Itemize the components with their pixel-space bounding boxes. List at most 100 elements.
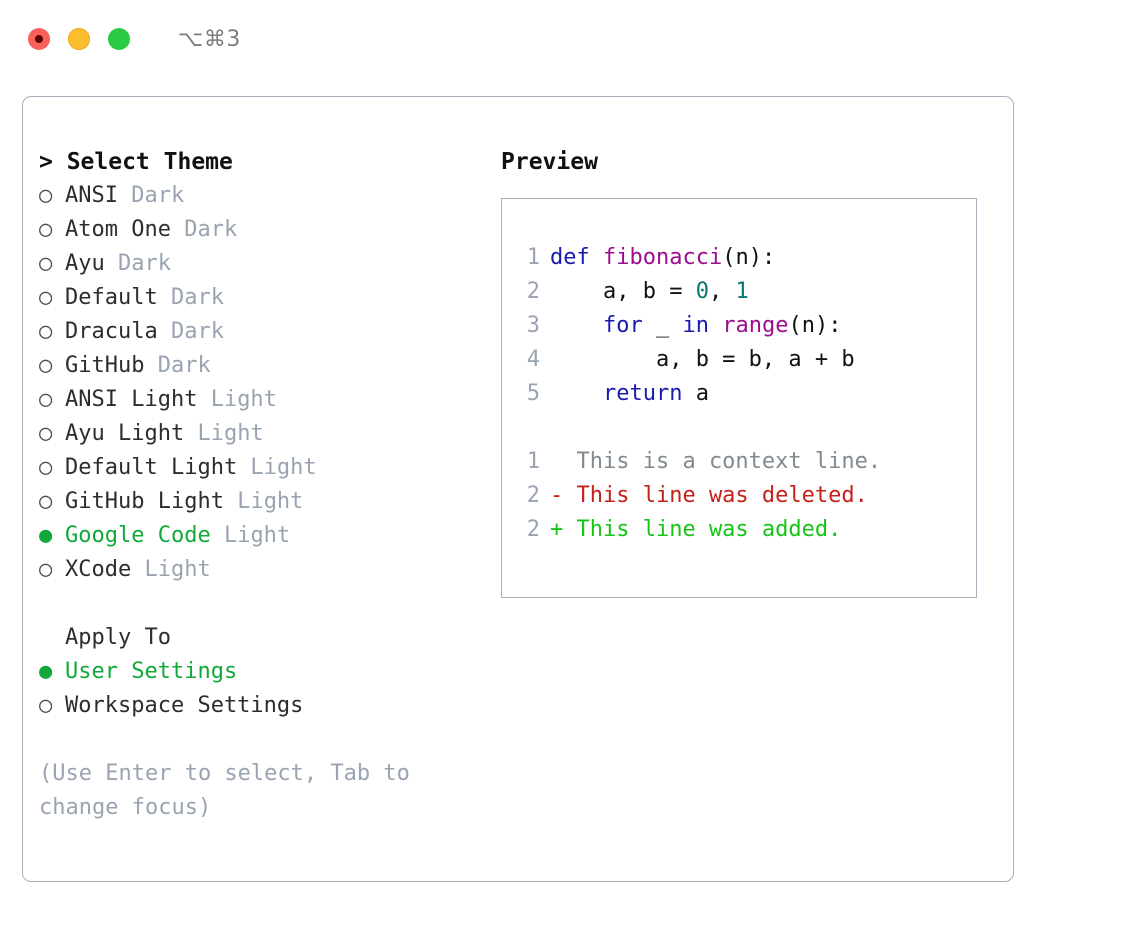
theme-option-atom-one[interactable]: ○Atom One Dark bbox=[39, 213, 489, 247]
code-token-num: 1 bbox=[735, 279, 749, 304]
radio-unselected-icon: ○ bbox=[39, 455, 53, 480]
apply-to-title: Apply To bbox=[65, 625, 171, 650]
theme-option-label: XCode bbox=[65, 557, 132, 582]
radio-unselected-icon: ○ bbox=[39, 387, 53, 412]
apply-to-option-user-settings[interactable]: ●User Settings bbox=[39, 655, 489, 689]
apply-to-option-list: ●User Settings ○ Workspace Settings bbox=[39, 655, 489, 723]
code-token-kw: def bbox=[550, 245, 603, 270]
code-token-fn: range bbox=[722, 313, 789, 338]
code-token-pl: (n): bbox=[722, 245, 776, 270]
theme-option-label: GitHub Light bbox=[65, 489, 224, 514]
theme-option-label: Default bbox=[65, 285, 158, 310]
diff-line-ctx: 1 This is a context line. bbox=[514, 445, 976, 479]
code-token-pl: a bbox=[682, 381, 709, 406]
theme-option-category: Light bbox=[210, 523, 291, 548]
line-number: 2 bbox=[526, 517, 540, 542]
line-number: 4 bbox=[526, 347, 540, 372]
code-token-kw: in bbox=[682, 313, 709, 338]
line-number: 5 bbox=[526, 381, 540, 406]
theme-option-label: Google Code bbox=[65, 523, 211, 548]
keyboard-shortcut-label: ⌥⌘3 bbox=[178, 26, 241, 52]
close-button-icon[interactable] bbox=[28, 28, 50, 50]
code-line: 3 for _ in range(n): bbox=[514, 309, 976, 343]
radio-unselected-icon: ○ bbox=[39, 183, 53, 208]
theme-option-label: Ayu Light bbox=[65, 421, 185, 446]
code-token-kw: for bbox=[602, 313, 643, 338]
code-token-pl: , bbox=[708, 279, 736, 304]
theme-option-label: Default Light bbox=[65, 455, 238, 480]
select-theme-title: > Select Theme bbox=[39, 149, 233, 175]
diff-line-text: - This line was deleted. bbox=[550, 483, 868, 508]
theme-option-github-light[interactable]: ○ GitHub Light Light bbox=[39, 485, 489, 519]
code-line: 2 a, b = 0, 1 bbox=[514, 275, 976, 309]
theme-option-dracula[interactable]: ○ Dracula Dark bbox=[39, 315, 489, 349]
line-number: 3 bbox=[526, 313, 540, 338]
theme-option-github[interactable]: ○GitHub Dark bbox=[39, 349, 489, 383]
theme-option-default-light[interactable]: ○ Default Light Light bbox=[39, 451, 489, 485]
theme-option-category: Dark bbox=[117, 183, 185, 208]
theme-option-category: Light bbox=[184, 421, 264, 446]
theme-option-label: ANSI Light bbox=[65, 387, 198, 412]
radio-unselected-icon: ○ bbox=[39, 217, 53, 242]
code-token-pl: a, b = b, a + b bbox=[550, 347, 855, 372]
radio-unselected-icon: ○ bbox=[39, 693, 53, 718]
line-number: 2 bbox=[526, 279, 540, 304]
zoom-button-icon[interactable] bbox=[108, 28, 130, 50]
radio-unselected-icon: ○ bbox=[39, 251, 53, 276]
code-token-pl: a, b = bbox=[550, 279, 696, 304]
theme-option-category: Dark bbox=[157, 285, 224, 310]
theme-option-google-code[interactable]: ● Google Code Light bbox=[39, 519, 489, 553]
minimize-button-icon[interactable] bbox=[68, 28, 90, 50]
theme-option-ayu[interactable]: ○ Ayu Dark bbox=[39, 247, 489, 281]
theme-option-category: Light bbox=[237, 455, 317, 480]
code-token-pl: (n): bbox=[788, 313, 842, 338]
apply-to-option-label: User Settings bbox=[65, 659, 238, 684]
theme-option-category: Dark bbox=[157, 319, 224, 344]
theme-option-label: ANSI bbox=[65, 183, 118, 208]
theme-option-ansi-light[interactable]: ○ANSI Light Light bbox=[39, 383, 489, 417]
radio-selected-icon: ● bbox=[39, 523, 53, 548]
apply-to-option-workspace-settings[interactable]: ○ Workspace Settings bbox=[39, 689, 489, 723]
theme-option-label: Dracula bbox=[65, 319, 158, 344]
radio-unselected-icon: ○ bbox=[39, 421, 53, 446]
radio-unselected-icon: ○ bbox=[39, 489, 53, 514]
apply-to-option-label: Workspace Settings bbox=[65, 693, 304, 718]
diff-line-text: + This line was added. bbox=[550, 517, 842, 542]
theme-option-label: Ayu bbox=[65, 251, 105, 276]
theme-option-category: Dark bbox=[144, 353, 211, 378]
theme-option-category: Light bbox=[223, 489, 304, 514]
radio-unselected-icon: ○ bbox=[39, 319, 53, 344]
line-number: 1 bbox=[526, 449, 540, 474]
line-number: 1 bbox=[526, 245, 540, 270]
line-number: 2 bbox=[526, 483, 540, 508]
window-controls bbox=[28, 28, 130, 50]
code-token-pl bbox=[550, 381, 603, 406]
theme-option-list: ○ANSI Dark○Atom One Dark○Ayu Dark○Defaul… bbox=[39, 179, 489, 587]
code-token-pl bbox=[709, 313, 722, 338]
preview-title: Preview bbox=[501, 149, 598, 175]
code-token-kw: return bbox=[602, 381, 683, 406]
section-spacer bbox=[39, 587, 489, 621]
diff-line-del: 2 - This line was deleted. bbox=[514, 479, 976, 513]
code-token-pl bbox=[550, 313, 603, 338]
theme-option-ansi[interactable]: ○ ANSI Dark bbox=[39, 179, 489, 213]
theme-selector-card: > Select Theme ○ANSI Dark○Atom One Dark○… bbox=[22, 96, 1014, 882]
radio-unselected-icon: ○ bbox=[39, 353, 53, 378]
theme-option-ayu-light[interactable]: ○ Ayu Light Light bbox=[39, 417, 489, 451]
code-token-fn: fibonacci bbox=[602, 245, 723, 270]
theme-option-category: Dark bbox=[104, 251, 171, 276]
diff-line-add: 2 + This line was added. bbox=[514, 513, 976, 547]
radio-unselected-icon: ○ bbox=[39, 557, 53, 582]
theme-option-label: Atom One bbox=[65, 217, 171, 242]
theme-list-pane: > Select Theme ○ANSI Dark○Atom One Dark○… bbox=[39, 145, 489, 825]
theme-option-default[interactable]: ○Default Dark bbox=[39, 281, 489, 315]
theme-option-category: Light bbox=[131, 557, 211, 582]
code-token-pl: _ bbox=[642, 313, 683, 338]
code-line: 4 a, b = b, a + b bbox=[514, 343, 976, 377]
code-line: 5 return a bbox=[514, 377, 976, 411]
window-titlebar: ⌥⌘3 bbox=[0, 0, 1140, 78]
theme-option-xcode[interactable]: ○ XCode Light bbox=[39, 553, 489, 587]
